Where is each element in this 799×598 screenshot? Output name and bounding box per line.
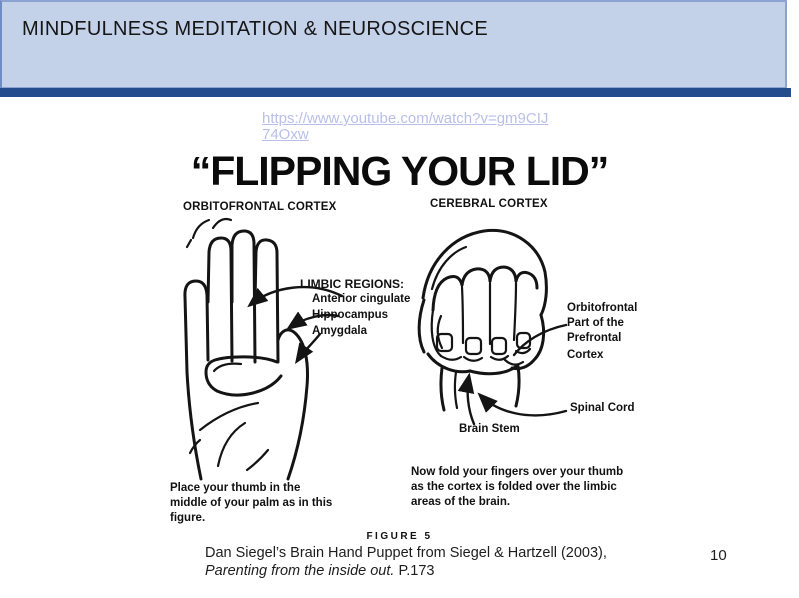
label-spinal-cord: Spinal Cord — [570, 402, 635, 414]
label-amygdala: Amygdala — [312, 325, 367, 337]
slide-title: MINDFULNESS MEDITATION & NEUROSCIENCE — [22, 18, 488, 40]
slide-page-number: 10 — [710, 547, 727, 564]
label-limbic-regions: LIMBIC REGIONS: — [300, 277, 404, 291]
youtube-link-line1: https://www.youtube.com/watch?v=gm9CIJ — [262, 110, 549, 127]
right-hand-caption: Now fold your fingers over your thumb as… — [411, 466, 624, 508]
label-orbitofrontal-line4: Cortex — [567, 349, 604, 361]
youtube-link-line2: 74Oxw — [262, 126, 309, 143]
citation-line1: Dan Siegel’s Brain Hand Puppet from Sieg… — [205, 545, 607, 561]
annotation-arrows — [247, 285, 568, 426]
citation-book-title: Parenting from the inside out. — [205, 563, 395, 579]
left-hand-drawing — [183, 217, 309, 481]
citation-page-ref: P.173 — [394, 563, 435, 579]
label-cerebral-cortex: CEREBRAL CORTEX — [430, 198, 548, 210]
label-orbitofrontal-line3: Prefrontal — [567, 332, 622, 344]
figure-title: “FLIPPING YOUR LID” — [190, 148, 610, 194]
left-hand-caption: Place your thumb in the middle of your p… — [170, 482, 333, 524]
right-fist-drawing — [417, 228, 548, 412]
label-orbitofrontal-cortex: ORBITOFRONTAL CORTEX — [183, 201, 337, 213]
label-hippocampus: Hippocampus — [312, 309, 389, 321]
label-orbitofrontal-prefrontal: Orbitofrontal Part of the Prefrontal Cor… — [567, 301, 657, 363]
label-anterior-cingulate: Anterior cingulate — [312, 293, 411, 305]
label-orbitofrontal-line2: Part of the — [567, 317, 624, 329]
youtube-link[interactable]: https://www.youtube.com/watch?v=gm9CIJ 7… — [262, 111, 548, 143]
label-brain-stem: Brain Stem — [459, 423, 520, 435]
figure-number: FIGURE 5 — [366, 531, 433, 542]
slide-header — [0, 0, 787, 89]
citation: Dan Siegel’s Brain Hand Puppet from Sieg… — [205, 544, 607, 580]
header-accent-bar — [0, 88, 791, 97]
label-orbitofrontal-line1: Orbitofrontal — [567, 302, 638, 314]
